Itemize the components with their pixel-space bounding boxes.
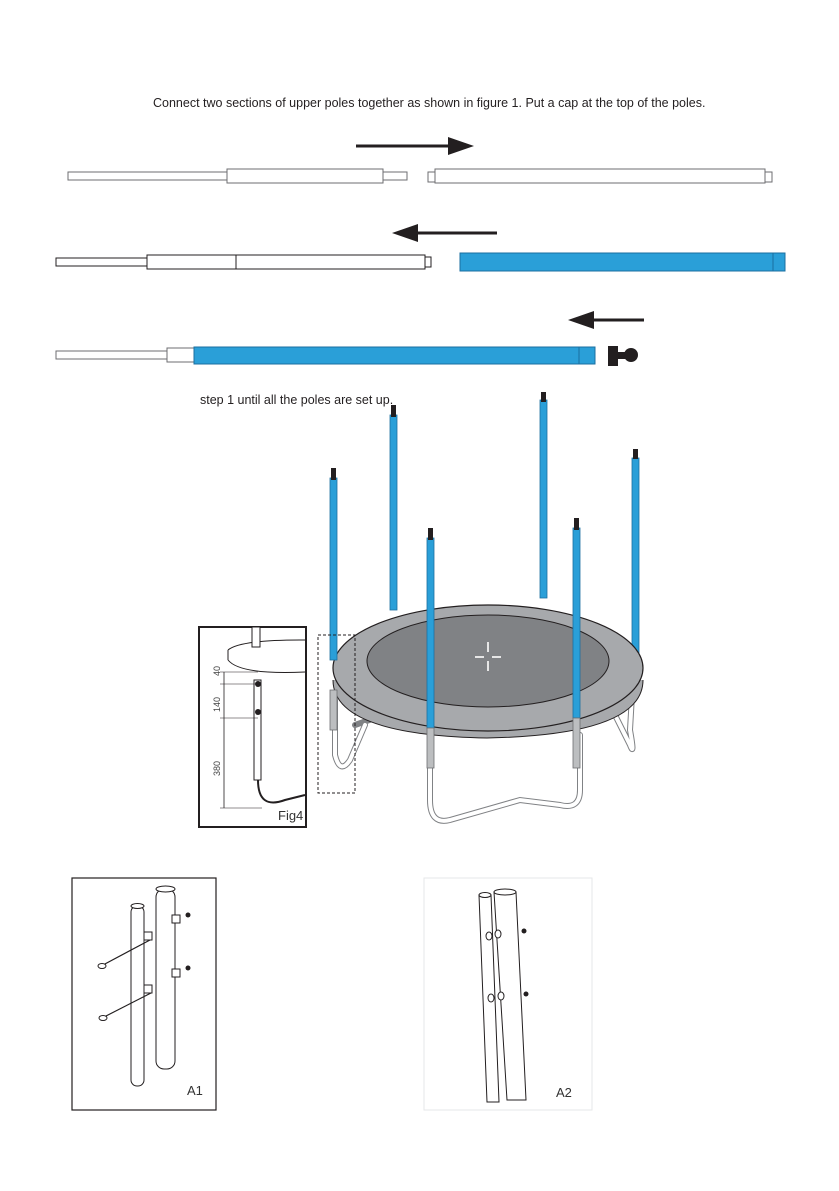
- detail-a2-label: A2: [556, 1085, 572, 1100]
